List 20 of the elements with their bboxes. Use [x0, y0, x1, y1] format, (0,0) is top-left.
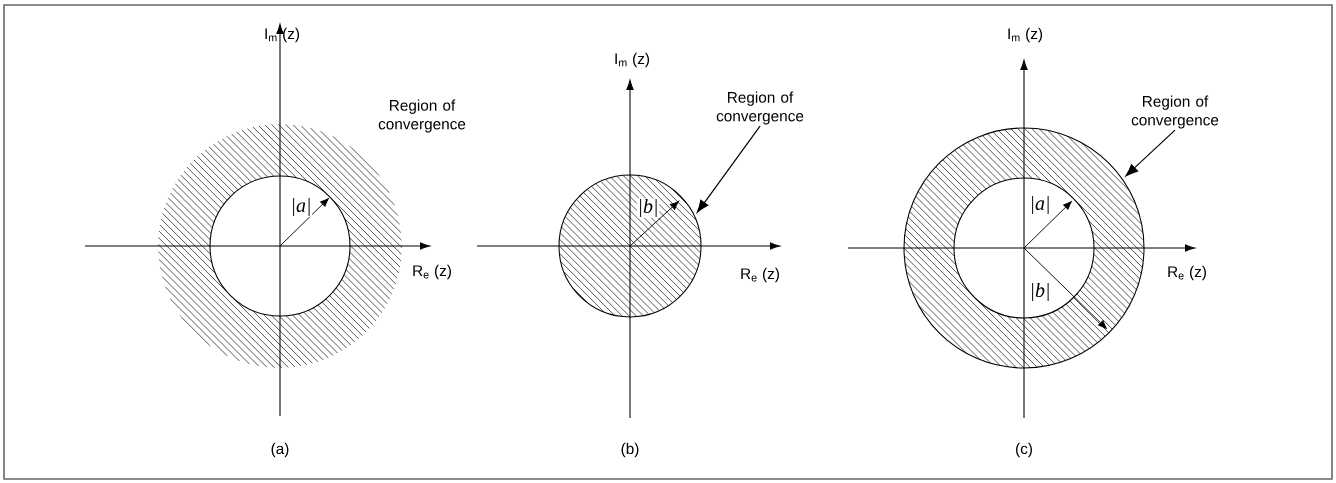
- radius-label: |b|: [636, 198, 660, 218]
- radius-label: |a|: [1028, 195, 1052, 215]
- axis-label: I$_{m}$ (z): [1008, 27, 1043, 43]
- leader-arrow: [1125, 129, 1176, 177]
- hatched-ring: [903, 127, 1145, 369]
- radius-label: |b|: [1028, 282, 1052, 302]
- callout-text: Region of convergence: [1131, 95, 1219, 129]
- leader-arrow: [696, 125, 761, 213]
- axis-label: R$_{e}$ (z): [413, 264, 451, 280]
- radius-label: |a|: [289, 197, 313, 217]
- hatched-disk: [558, 174, 702, 318]
- region-label: Region of convergence: [378, 99, 466, 133]
- axis-label: I$_{m}$ (z): [265, 27, 300, 43]
- callout-text: Region of convergence: [716, 91, 804, 125]
- axis-label: R$_{e}$ (z): [1168, 265, 1206, 281]
- axis-label: (c): [1016, 442, 1032, 458]
- axis-label: I$_{m}$ (z): [615, 52, 650, 68]
- axis-label: (a): [271, 442, 289, 458]
- axis-label: R$_{e}$ (z): [741, 267, 779, 283]
- axis-label: (b): [621, 442, 639, 458]
